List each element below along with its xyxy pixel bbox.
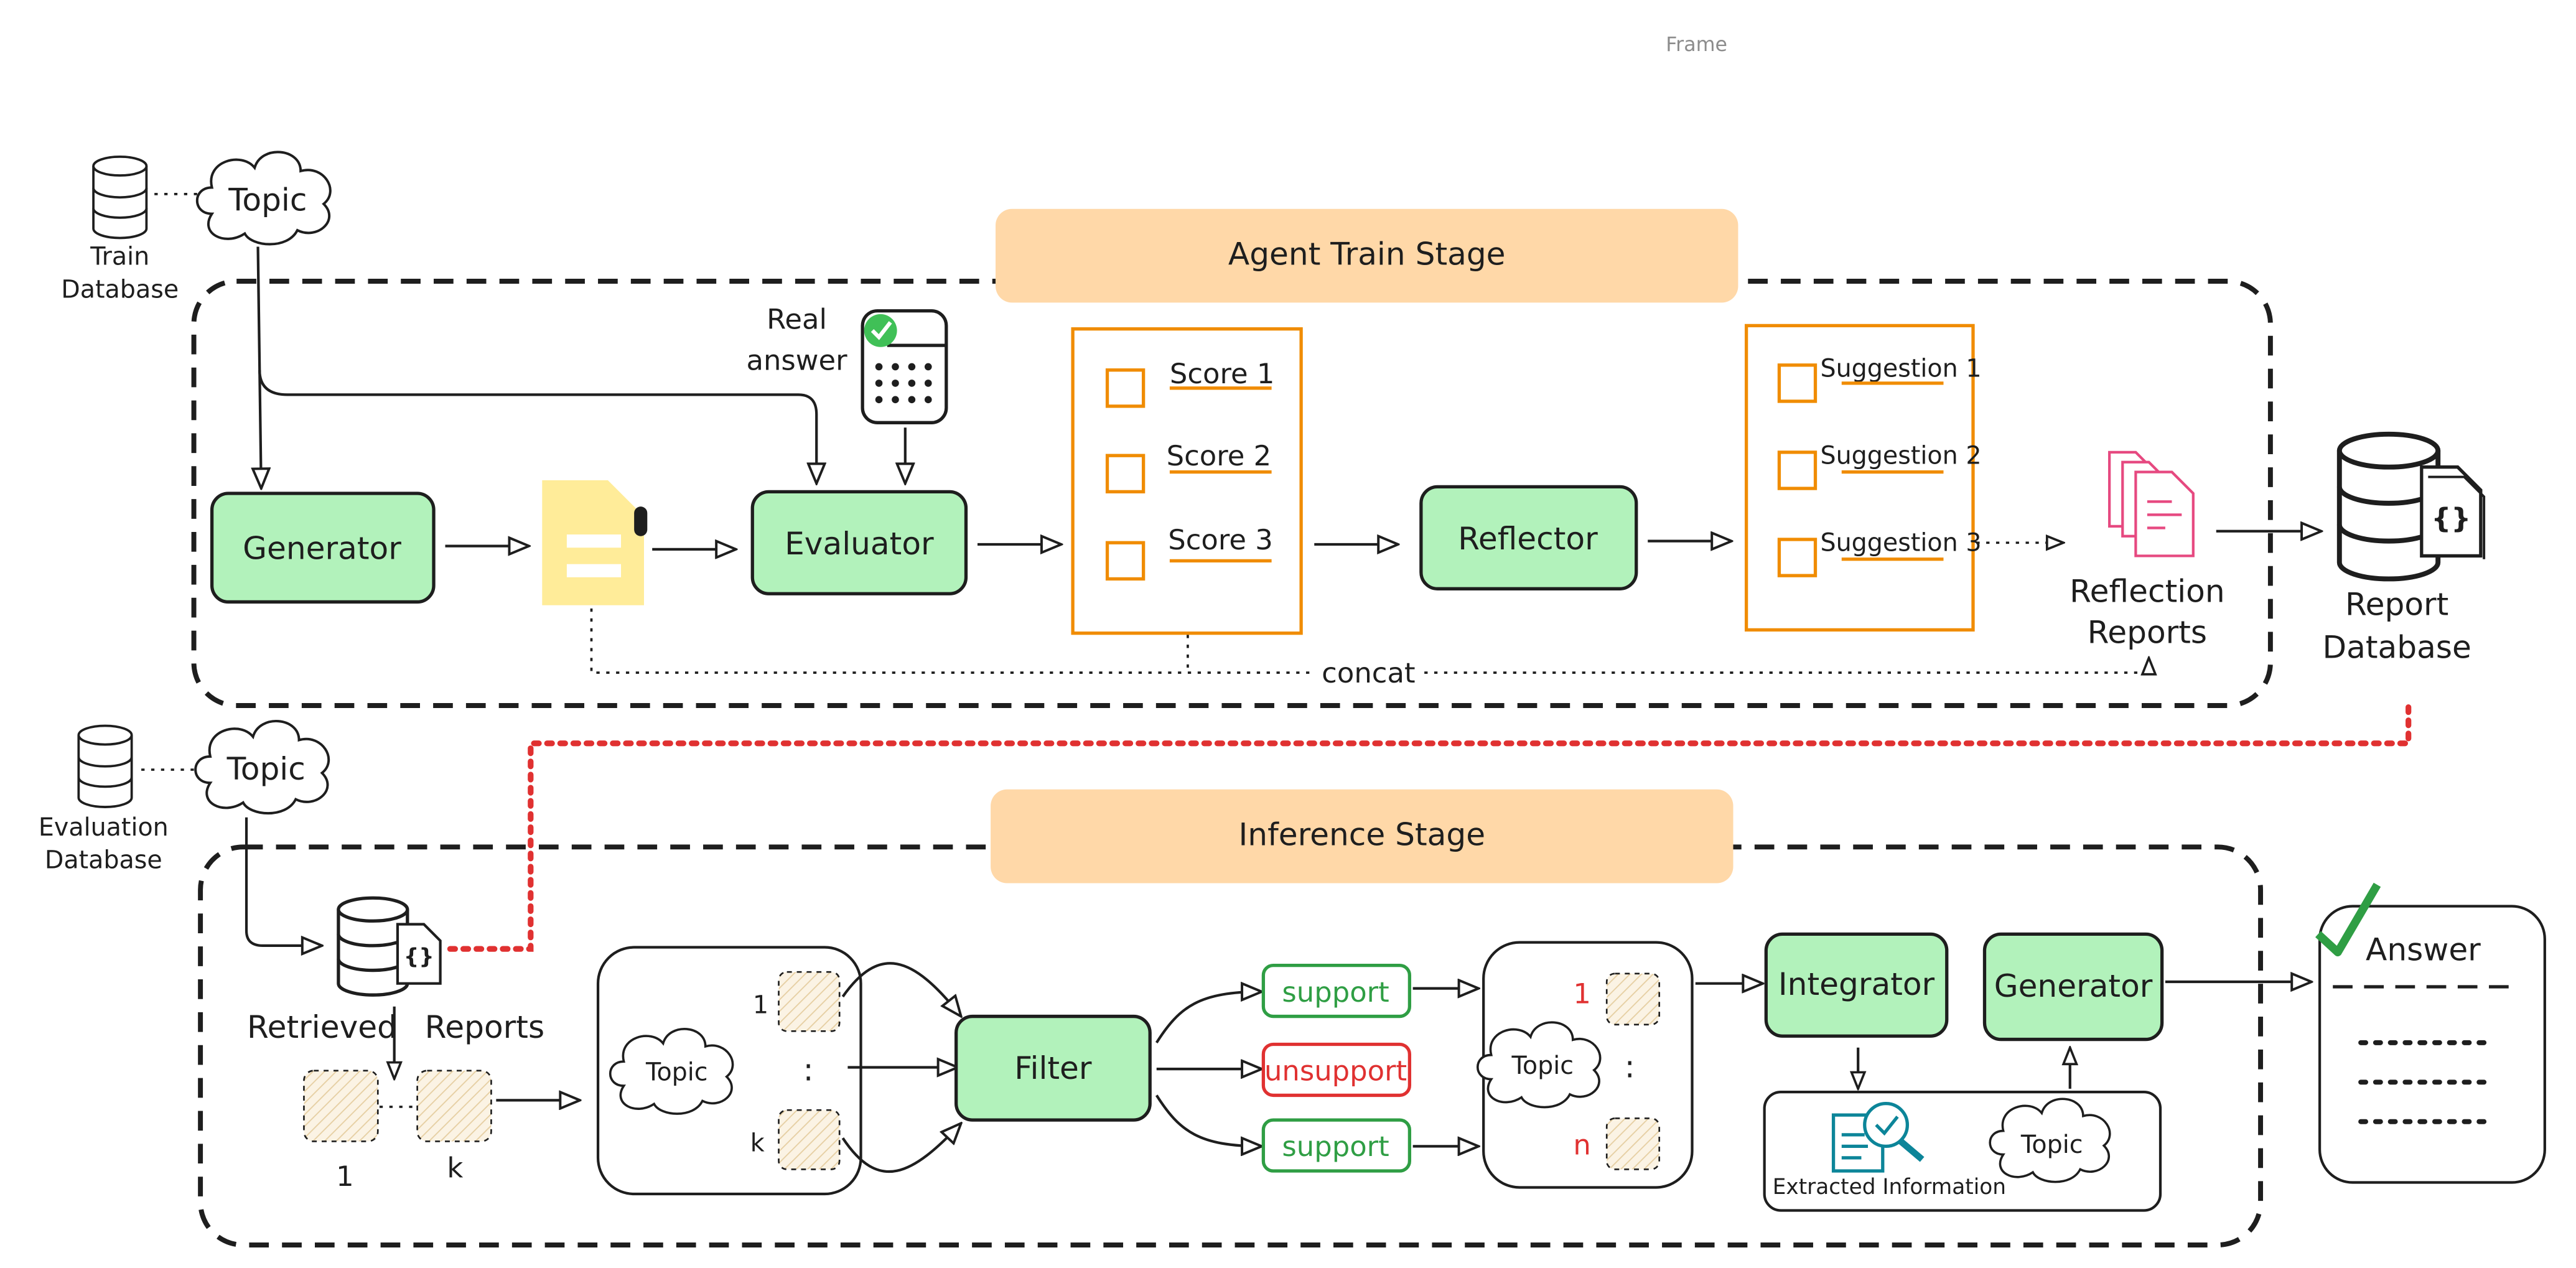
extracted-information-label: Extracted Information	[1773, 1175, 2006, 1200]
svg-text:{}: {}	[2431, 501, 2471, 534]
unsupport-label: unsupport	[1264, 1055, 1407, 1088]
support-label-bottom: support	[1282, 1130, 1389, 1163]
filter-to-support-top-arrow	[1155, 992, 1262, 1043]
score-1-checkbox	[1105, 368, 1146, 408]
reflector-label: Reflector	[1458, 520, 1598, 557]
inference-generator-label: Generator	[1994, 967, 2153, 1004]
svg-text:{}: {}	[404, 944, 434, 969]
group-index-last: k	[750, 1129, 765, 1157]
generated-document-icon	[542, 480, 648, 605]
real-answer-label-line1: Real	[767, 303, 827, 336]
train-generator-box	[210, 492, 436, 604]
frame-label: Frame	[1666, 34, 1727, 56]
inference-stage: Inference Stage Evaluation Database Topi…	[39, 719, 2312, 1247]
train-stage: Agent Train Stage Train Database Topic G…	[61, 151, 2486, 708]
retrieved-index-last: k	[447, 1152, 463, 1185]
group-vertical-dots: :	[803, 1051, 814, 1088]
filtered-index-last: n	[1573, 1129, 1590, 1162]
inference-generator-box	[1982, 932, 2164, 1042]
suggestion-2-label: Suggestion 2	[1820, 441, 1981, 470]
train-evaluator-label: Evaluator	[785, 525, 934, 562]
train-evaluator-box	[750, 490, 968, 595]
train-database-icon	[92, 156, 148, 240]
train-stage-border	[191, 279, 2273, 708]
report-retrieval-link	[441, 704, 2412, 952]
group-index-first: 1	[753, 991, 768, 1019]
concat-dotted-path	[590, 608, 2149, 673]
train-stage-banner	[996, 208, 1738, 303]
retrieval-database-icon: {}	[337, 896, 442, 997]
answer-check-icon	[2315, 882, 2381, 957]
topic-to-evaluator-arrow	[258, 370, 816, 483]
filter-box	[954, 1014, 1152, 1122]
real-answer-label-line2: answer	[746, 344, 847, 377]
train-stage-title: Agent Train Stage	[1228, 236, 1506, 273]
reflection-reports-label-line2: Reports	[2088, 614, 2207, 651]
train-generator-label: Generator	[243, 530, 401, 567]
scores-panel	[1071, 327, 1303, 635]
evaluation-database-label-line1: Evaluation	[39, 813, 169, 842]
train-database-label-line1: Train	[90, 243, 149, 271]
retrieved-label: Retrieved	[247, 1009, 397, 1045]
filtered-index-first: 1	[1573, 977, 1591, 1010]
integrator-label: Integrator	[1778, 966, 1935, 1002]
reflection-reports-label-line1: Reflection	[2070, 572, 2225, 609]
report-database-label-line1: Report	[2345, 586, 2448, 623]
suggestion-1-label: Suggestion 1	[1820, 354, 1981, 383]
support-badge-bottom	[1261, 1118, 1412, 1173]
score-2-checkbox	[1105, 454, 1146, 493]
report-database-icon: {}	[2336, 431, 2486, 582]
real-answer-calendar-icon	[861, 309, 948, 424]
filtered-chunk-n	[1605, 1117, 1661, 1170]
score-1-label: Score 1	[1170, 357, 1275, 390]
reports-label: Reports	[425, 1009, 544, 1045]
answer-card: Answer	[2315, 882, 2546, 1184]
report-database-label-line2: Database	[2323, 628, 2471, 665]
suggestion-1-checkbox	[1777, 363, 1818, 403]
group-topic-label: Topic	[645, 1058, 708, 1087]
topic-to-retrieval-arrow	[245, 817, 322, 946]
extracted-information-icon	[1831, 1102, 1925, 1173]
evaluation-database-label-line2: Database	[45, 846, 162, 875]
chunk1-to-filter-arrow	[841, 962, 961, 1016]
chunkk-to-filter-arrow	[841, 1123, 961, 1173]
unsupport-badge	[1261, 1042, 1412, 1098]
retrieved-index-first: 1	[336, 1160, 354, 1193]
filtered-vertical-dots: :	[1625, 1048, 1635, 1084]
group-chunk-k	[778, 1109, 841, 1170]
train-topic-label: Topic	[228, 181, 307, 218]
retrieved-chunk-1	[303, 1070, 379, 1142]
group-chunk-1	[778, 971, 841, 1032]
filter-to-support-bottom-arrow	[1155, 1094, 1262, 1146]
answer-label: Answer	[2366, 931, 2481, 968]
support-label-top: support	[1282, 976, 1389, 1009]
support-badge-top	[1261, 963, 1412, 1019]
train-database-label-line2: Database	[61, 275, 179, 304]
score-3-checkbox	[1105, 541, 1146, 581]
integrator-box	[1764, 932, 1949, 1038]
score-2-label: Score 2	[1167, 439, 1272, 472]
inference-stage-banner	[991, 789, 1734, 883]
suggestion-3-checkbox	[1777, 538, 1818, 577]
retrieved-chunk-k	[416, 1070, 492, 1142]
score-3-label: Score 3	[1168, 523, 1273, 556]
suggestion-2-checkbox	[1777, 450, 1818, 490]
reflection-reports-icon	[2108, 450, 2195, 557]
suggestions-panel	[1744, 324, 1975, 632]
inference-stage-title: Inference Stage	[1239, 816, 1486, 853]
suggestion-3-label: Suggestion 3	[1820, 528, 1981, 557]
filter-label: Filter	[1014, 1050, 1092, 1086]
filtered-topic-label: Topic	[1511, 1051, 1574, 1080]
extracted-topic-label: Topic	[2020, 1130, 2083, 1159]
concat-label: concat	[1322, 656, 1415, 689]
evaluation-database-icon	[77, 724, 133, 808]
filtered-chunk-1	[1605, 972, 1661, 1026]
reflector-box	[1419, 485, 1638, 590]
inference-topic-label: Topic	[226, 750, 306, 787]
topic-to-generator-arrow	[258, 246, 261, 488]
